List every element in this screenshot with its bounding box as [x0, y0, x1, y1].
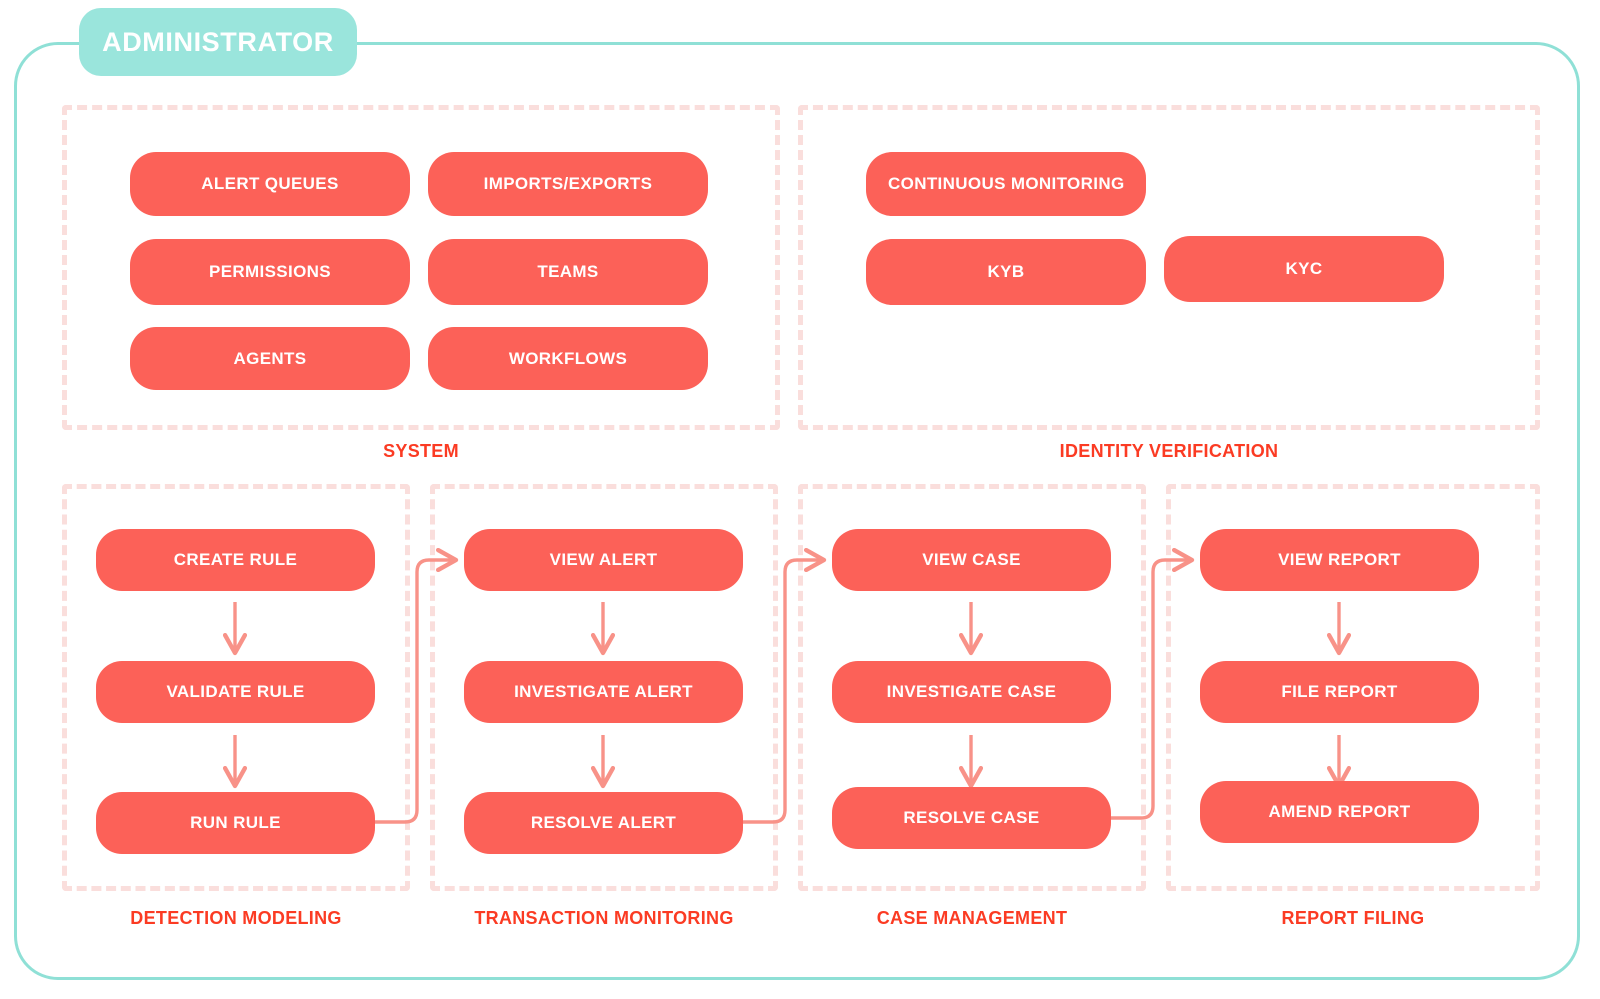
administrator-frame: [14, 42, 1580, 980]
pill-file-report[interactable]: FILE REPORT: [1200, 661, 1479, 723]
pill-label: CONTINUOUS MONITORING: [888, 174, 1125, 193]
group-label-system: SYSTEM: [383, 441, 459, 461]
group-system: [62, 105, 780, 430]
pill-label: RESOLVE ALERT: [530, 813, 677, 832]
pill-label: INVESTIGATE CASE: [886, 682, 1057, 701]
pill-label: KYB: [987, 262, 1025, 281]
pill-agents[interactable]: AGENTS: [130, 327, 410, 390]
pill-label: ALERT QUEUES: [201, 174, 339, 193]
pill-create-rule[interactable]: CREATE RULE: [96, 529, 375, 591]
group-label-transaction-monitoring: TRANSACTION MONITORING: [474, 908, 734, 928]
administrator-badge: ADMINISTRATOR: [79, 8, 357, 76]
pill-view-report[interactable]: VIEW REPORT: [1200, 529, 1479, 591]
pill-alert-queues[interactable]: ALERT QUEUES: [130, 152, 410, 216]
pill-workflows[interactable]: WORKFLOWS: [428, 327, 708, 390]
pill-label: VALIDATE RULE: [166, 682, 305, 701]
pill-label: CREATE RULE: [173, 550, 298, 569]
pill-continuous-monitoring[interactable]: CONTINUOUS MONITORING: [866, 152, 1146, 216]
group-label-case-management: CASE MANAGEMENT: [876, 908, 1068, 928]
pill-label: VIEW ALERT: [549, 550, 658, 569]
group-label-detection-modeling: DETECTION MODELING: [130, 908, 342, 928]
pill-investigate-case[interactable]: INVESTIGATE CASE: [832, 661, 1111, 723]
pill-view-alert[interactable]: VIEW ALERT: [464, 529, 743, 591]
pill-resolve-case[interactable]: RESOLVE CASE: [832, 787, 1111, 849]
pill-permissions[interactable]: PERMISSIONS: [130, 239, 410, 305]
pill-label: TEAMS: [537, 262, 599, 281]
pill-label: VIEW REPORT: [1278, 550, 1401, 569]
pill-label: KYC: [1285, 259, 1323, 278]
pill-label: PERMISSIONS: [209, 262, 331, 281]
group-identity-verification: [798, 105, 1540, 430]
pill-label: RUN RULE: [190, 813, 281, 832]
group-label-identity-verification: IDENTITY VERIFICATION: [1059, 441, 1279, 461]
administrator-badge-label: ADMINISTRATOR: [102, 26, 334, 57]
pill-investigate-alert[interactable]: INVESTIGATE ALERT: [464, 661, 743, 723]
pill-label: INVESTIGATE ALERT: [514, 682, 693, 701]
pill-label: RESOLVE CASE: [903, 808, 1040, 827]
pill-imports-exports[interactable]: IMPORTS/EXPORTS: [428, 152, 708, 216]
group-label-report-filing: REPORT FILING: [1281, 908, 1425, 928]
pill-label: VIEW CASE: [922, 550, 1021, 569]
pill-label: WORKFLOWS: [508, 348, 628, 368]
pill-amend-report[interactable]: AMEND REPORT: [1200, 781, 1479, 843]
pill-kyb[interactable]: KYB: [866, 239, 1146, 305]
pill-view-case[interactable]: VIEW CASE: [832, 529, 1111, 591]
pill-label: FILE REPORT: [1281, 682, 1398, 701]
pill-label: AMEND REPORT: [1268, 802, 1411, 821]
pill-label: AGENTS: [233, 348, 307, 368]
pill-validate-rule[interactable]: VALIDATE RULE: [96, 661, 375, 723]
pill-resolve-alert[interactable]: RESOLVE ALERT: [464, 792, 743, 854]
pill-run-rule[interactable]: RUN RULE: [96, 792, 375, 854]
pill-label: IMPORTS/EXPORTS: [483, 174, 653, 193]
pill-kyc[interactable]: KYC: [1164, 236, 1444, 302]
pill-teams[interactable]: TEAMS: [428, 239, 708, 305]
